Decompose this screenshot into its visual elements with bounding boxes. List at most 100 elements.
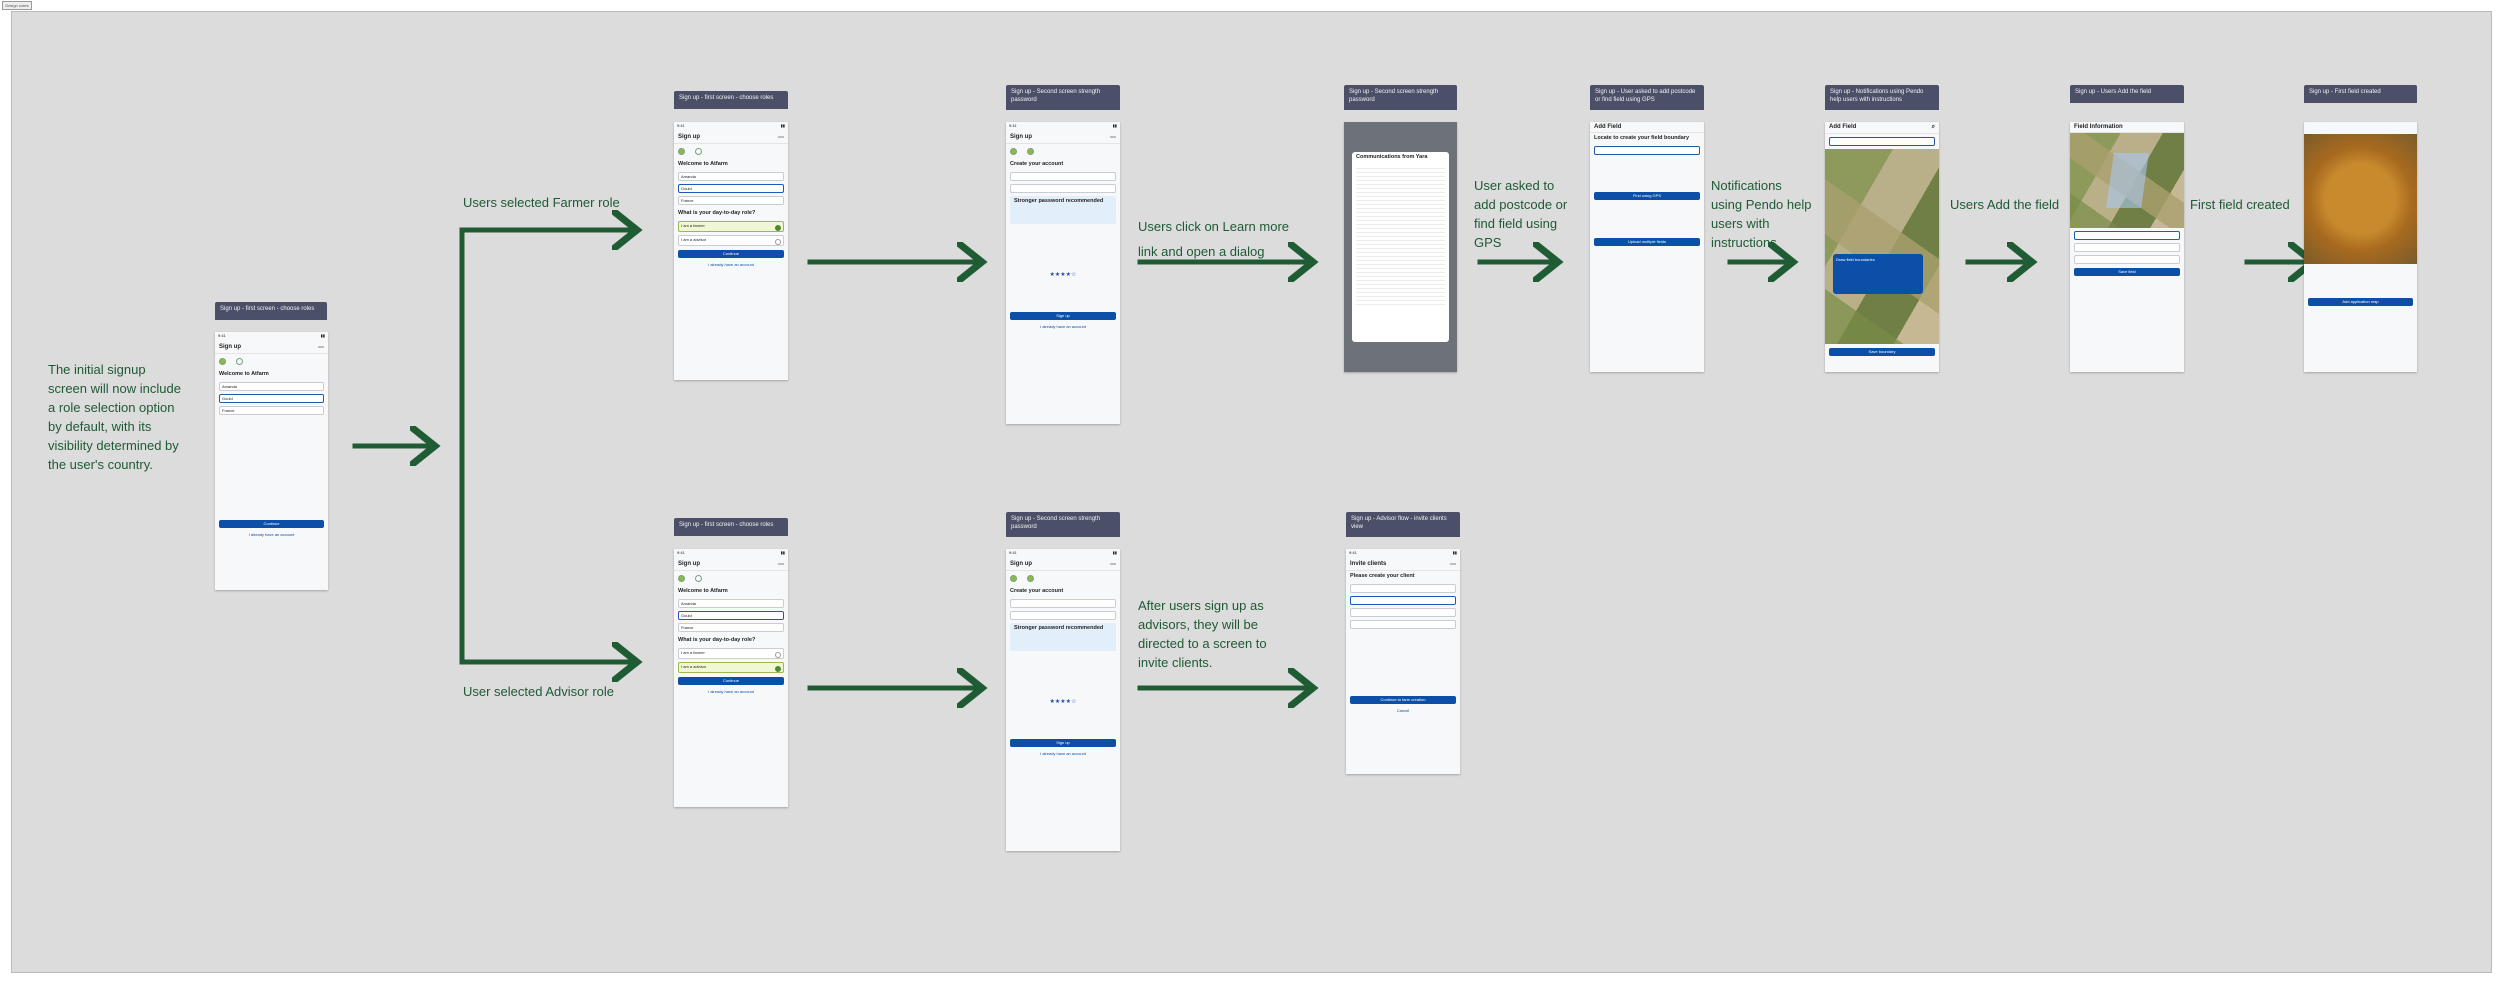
have-account-link[interactable]: I already have an account [708,689,754,694]
step-dot [1027,148,1034,155]
note-learn-more: Users click on Learn more link and open … [1138,219,1289,259]
country-select[interactable]: France [678,623,784,632]
client-last-name-field[interactable] [1350,596,1456,605]
country-select[interactable]: France [219,406,324,415]
have-account-link[interactable]: I already have an account [1040,324,1086,329]
screen-initial-signup[interactable]: 9:41▮▮ Sign up⋯ Welcome to Atfarm Amanda… [215,332,328,590]
search-field[interactable] [1829,137,1935,146]
step-dot [678,148,685,155]
advisor-option[interactable]: I am a advisor [678,235,784,246]
dialog-title: Communications from Yara [1356,154,1428,160]
field-map [2070,133,2184,228]
country-select[interactable]: France [678,196,784,205]
role-question: What is your day-to-day role? [678,637,756,643]
dialog-panel[interactable]: Communications from Yara [1352,152,1449,342]
farmer-option[interactable]: I am a farmer [678,221,784,232]
cancel-link[interactable]: Cancel [1396,708,1410,713]
have-account-link[interactable]: I already have an account [1040,751,1086,756]
label-s1: Sign up - first screen - choose roles [215,302,327,320]
screen-title: Sign up [678,561,700,567]
first-name-field[interactable]: Amanda [219,382,324,391]
add-application-map-button[interactable]: Add application map [2308,298,2413,306]
more-icon[interactable]: ⋯ [1110,135,1116,141]
last-name-field[interactable]: Gould [678,611,784,620]
pendo-tooltip[interactable]: Draw field boundaries [1833,254,1923,294]
have-account-link[interactable]: I already have an account [708,262,754,267]
search-field[interactable] [1594,146,1700,155]
screen-first-field[interactable]: Add application map [2304,122,2417,372]
satellite-map[interactable]: Draw field boundaries [1825,149,1939,344]
screen-add-field[interactable]: Add Field Locate to create your field bo… [1590,122,1704,372]
screen-field-information[interactable]: Field Information Save field [2070,122,2184,372]
locate-text: Locate to create your field boundary [1594,135,1690,141]
add-field-title: Add Field [1594,124,1622,130]
invite-clients-title: Invite clients [1350,561,1387,567]
more-icon[interactable]: ⋯ [778,135,784,141]
step-dot [695,148,702,155]
password-field[interactable] [1010,184,1116,193]
last-name-field[interactable]: Gould [219,394,324,403]
signal-icon: ▮▮ [1112,550,1117,555]
label-s6: Sign up - Notifications using Pendo help… [1825,85,1939,110]
client-email-field[interactable] [1350,620,1456,629]
screen-title: Sign up [219,344,241,350]
continue-button[interactable]: Continue [678,677,784,685]
add-field-title: Add Field [1829,124,1857,130]
status-time: 9:41 [1009,123,1017,128]
sign-up-button[interactable]: Sign up [1010,312,1116,320]
email-field[interactable] [1010,172,1116,181]
continue-button[interactable]: Continue [219,520,324,528]
screen-learn-more-dialog[interactable]: Communications from Yara [1344,122,1457,372]
password-hint: Stronger password recommended [1014,625,1104,631]
sign-up-button[interactable]: Sign up [1010,739,1116,747]
more-icon[interactable]: ⋯ [1110,562,1116,568]
dialog-body [1356,165,1445,305]
save-field-button[interactable]: Save field [2074,268,2180,276]
screen-pendo-map[interactable]: Add Field ⌕ Draw field boundaries Save bo… [1825,122,1939,372]
more-icon[interactable]: ⋯ [778,562,784,568]
client-first-name-field[interactable] [1350,584,1456,593]
continue-button[interactable]: Continue [678,250,784,258]
screen-invite-clients[interactable]: 9:41▮▮ Invite clients⋯ Please create you… [1346,549,1460,774]
first-name-field[interactable]: Amanda [678,172,784,181]
field-name-input[interactable] [2074,231,2180,240]
status-time: 9:41 [677,550,685,555]
welcome-heading: Welcome to Atfarm [678,161,728,167]
screen-password-farmer[interactable]: 9:41▮▮ Sign up⋯ Create your account Stro… [1006,122,1120,424]
radio-icon [775,652,781,658]
password-hint-box: Stronger password recommended [1010,623,1116,651]
save-boundary-button[interactable]: Save boundary [1829,348,1935,356]
label-s8: Sign up - First field created [2304,85,2417,103]
screen-advisor-role[interactable]: 9:41▮▮ Sign up⋯ Welcome to Atfarm Amanda… [674,549,788,807]
have-account-link[interactable]: I already have an account [248,532,295,537]
search-icon[interactable]: ⌕ [1931,124,1935,130]
continue-farm-button[interactable]: Continue to farm creation [1350,696,1456,704]
email-field[interactable] [1010,599,1116,608]
last-name-field[interactable]: Gould [678,184,784,193]
field-heatmap [2304,134,2417,264]
upload-fields-button[interactable]: Upload multiple fields [1594,238,1700,246]
role-question: What is your day-to-day role? [678,210,756,216]
screen-password-advisor[interactable]: 9:41▮▮ Sign up⋯ Create your account Stro… [1006,549,1120,851]
label-s5: Sign up - User asked to add postcode or … [1590,85,1704,110]
advisor-option[interactable]: I am a advisor [678,662,784,673]
rating-stars: ★★★★☆ [1049,699,1077,705]
first-name-field[interactable]: Amanda [678,599,784,608]
label-s4: Sign up - Second screen strength passwor… [1344,85,1457,110]
crop-type-select[interactable] [2074,255,2180,264]
more-icon[interactable]: ⋯ [318,345,324,351]
more-icon[interactable]: ⋯ [1450,562,1456,568]
radio-icon [775,239,781,245]
pendo-title: Draw field boundaries [1836,257,1875,262]
radio-icon [775,666,781,672]
find-gps-button[interactable]: Find using GPS [1594,192,1700,200]
client-phone-field[interactable] [1350,608,1456,617]
screen-farmer-role[interactable]: 9:41▮▮ Sign up⋯ Welcome to Atfarm Amanda… [674,122,788,380]
note-postcode: User asked to add postcode or find field… [1474,178,1568,250]
label-s9: Sign up - first screen - choose roles [674,518,788,536]
welcome-heading: Welcome to Atfarm [219,371,269,377]
farmer-option[interactable]: I am a farmer [678,648,784,659]
region-select[interactable] [2074,243,2180,252]
password-field[interactable] [1010,611,1116,620]
